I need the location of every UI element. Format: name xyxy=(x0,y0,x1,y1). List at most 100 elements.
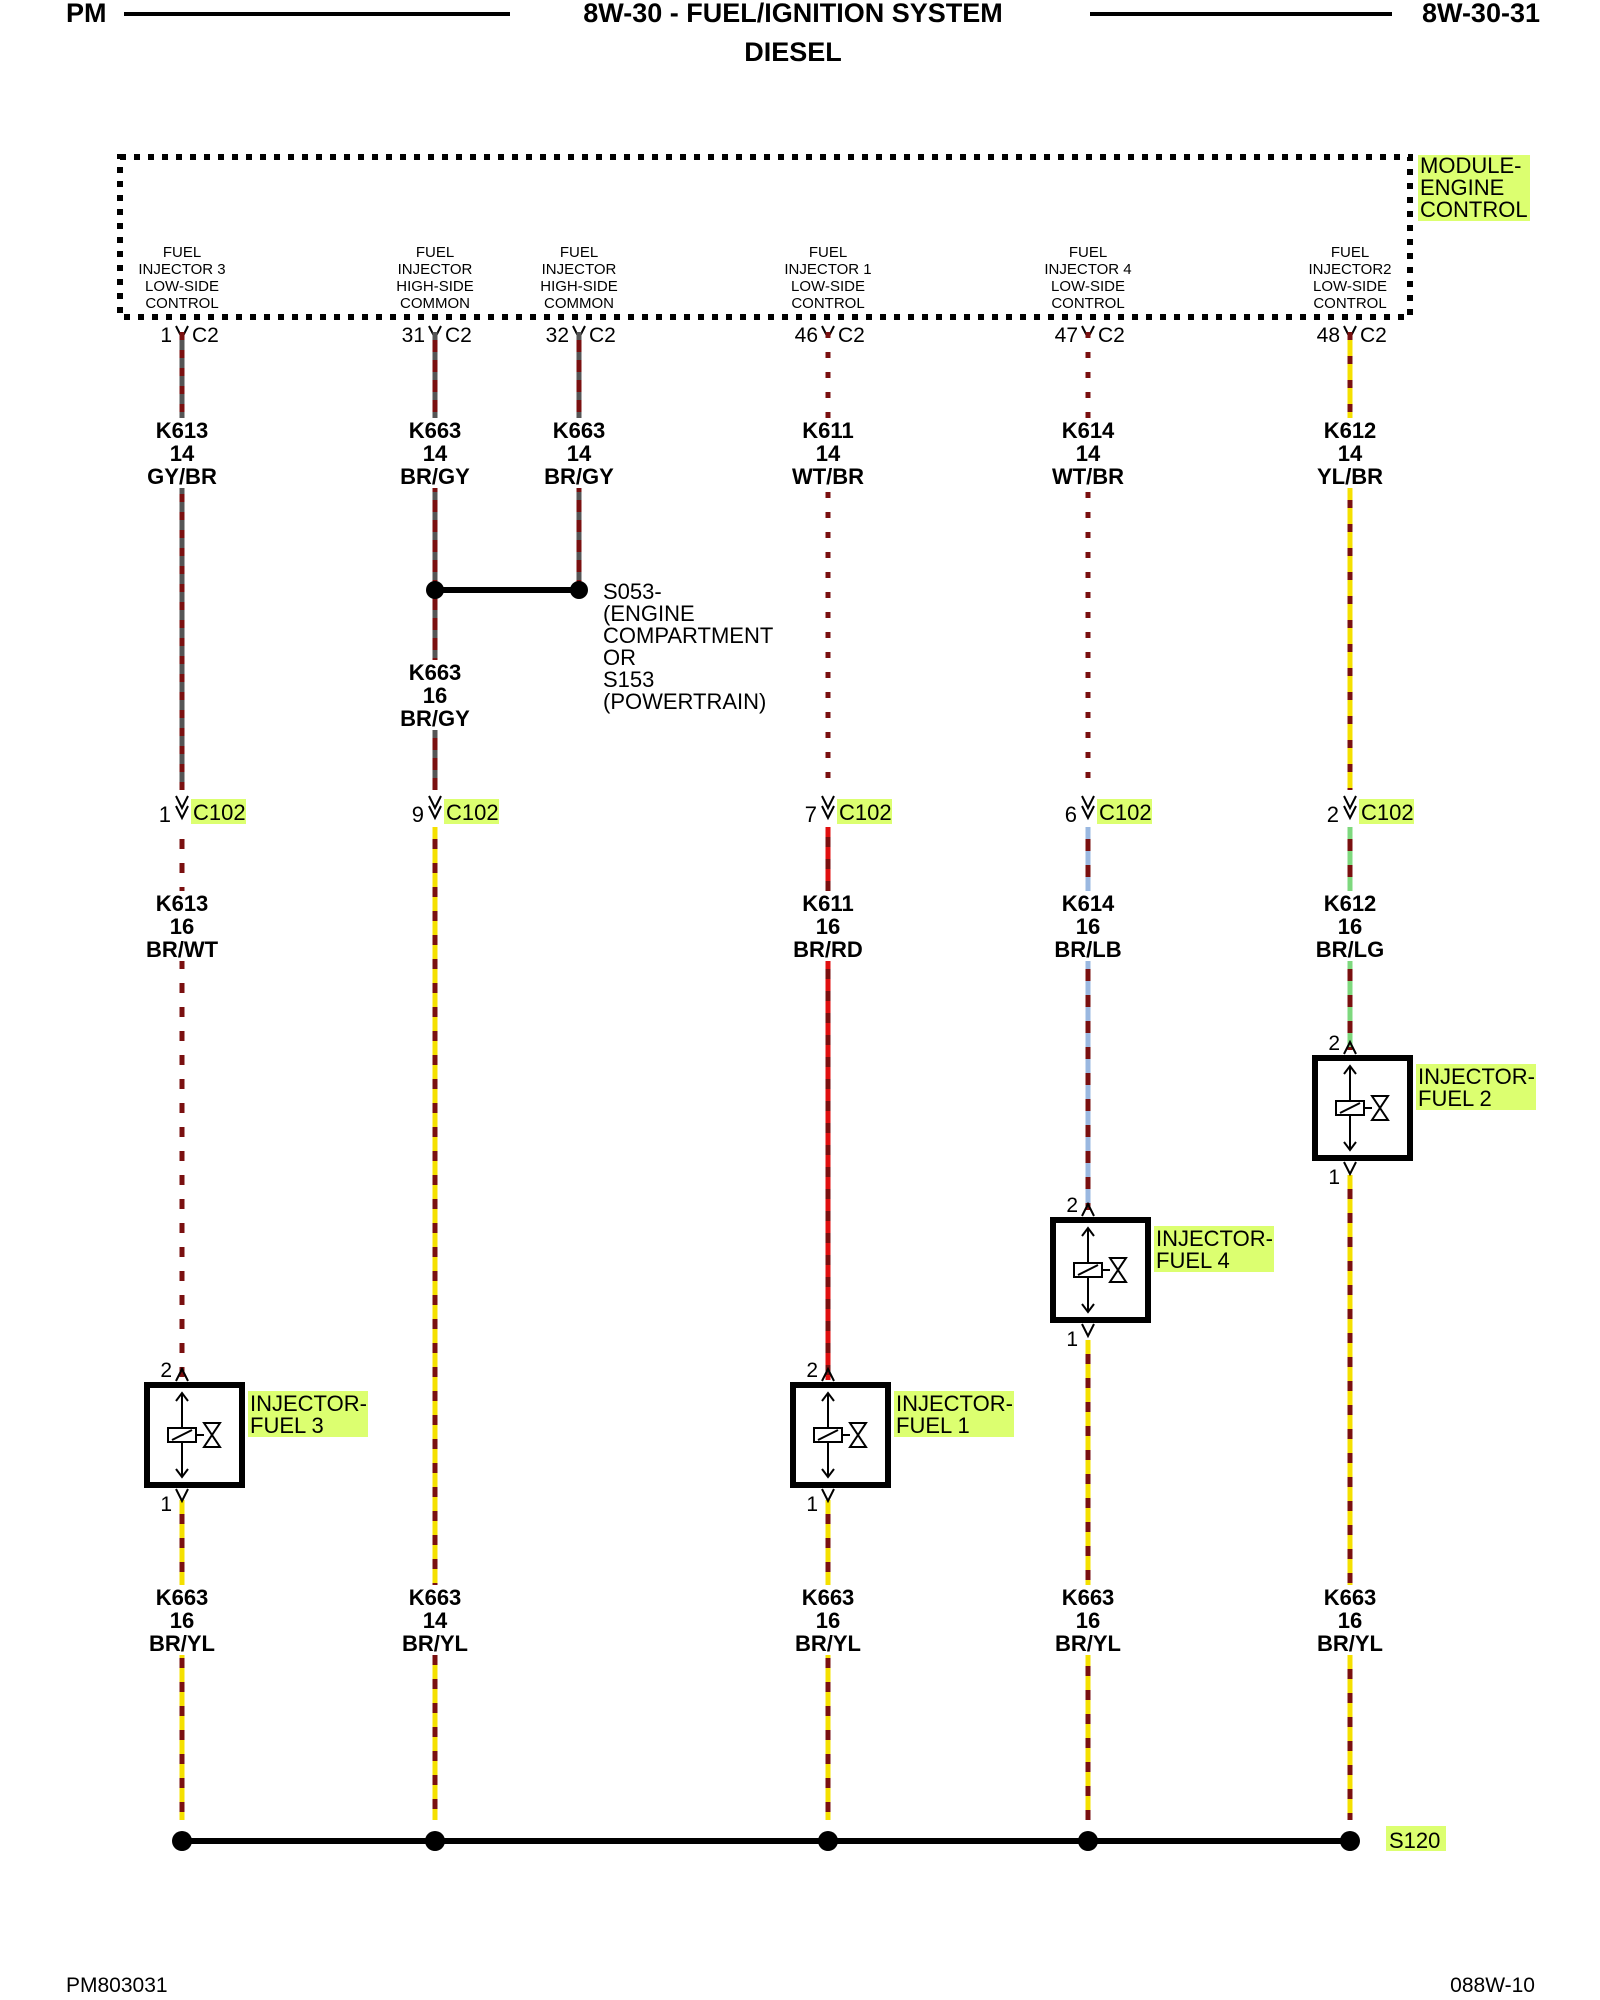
module-pin-1-connector: C2 xyxy=(192,324,219,347)
lower-wire-label-2-bg xyxy=(395,1585,475,1655)
module-pin-1-desc-line-2: INJECTOR 3 xyxy=(138,261,225,278)
module-engine-control: MODULE- ENGINE CONTROL xyxy=(117,153,1530,320)
module-pin-31-desc-line-2: INJECTOR xyxy=(398,261,473,278)
lower-wire-label-2-gauge: 14 xyxy=(423,1608,448,1633)
injector-1-top-pin-chevron-icon xyxy=(175,1366,189,1382)
c102-pin-6-number: 6 xyxy=(1065,802,1077,827)
splice-s053-node-right xyxy=(570,581,588,599)
module-pin-48-desc-line-4: CONTROL xyxy=(1313,295,1386,312)
injector-3-bottom-pin-number: 1 xyxy=(1066,1328,1078,1351)
upper-wire-label-3-gauge: 14 xyxy=(567,441,592,466)
splice-s053-node-left xyxy=(426,581,444,599)
middle-wire-label-4-bg xyxy=(1310,891,1390,961)
header-left: PM xyxy=(66,0,107,28)
c102-pin-1-number: 1 xyxy=(159,802,171,827)
header-right: 8W-30-31 xyxy=(1422,0,1540,28)
module-name-line-2: ENGINE xyxy=(1420,175,1504,200)
middle-wire-label-1-bg xyxy=(142,891,222,961)
upper-wire-label-6-gauge: 14 xyxy=(1338,441,1363,466)
injector-4-inner-arrow-up-icon xyxy=(1343,1064,1357,1075)
c102-pin-9-number: 9 xyxy=(412,802,424,827)
upper-wire-label-1-bg xyxy=(142,418,222,488)
splice-s053-label-2: (ENGINE xyxy=(603,601,695,626)
middle-wire-label-2-bg xyxy=(788,891,868,961)
injector-2-box xyxy=(790,1382,891,1488)
injector-2-label-line-1: INJECTOR- xyxy=(896,1391,1013,1416)
lower-wire-label-3-circuit: K663 xyxy=(802,1585,855,1610)
splice-s120-label: S120 xyxy=(1389,1828,1440,1853)
lower-wire-label-5-circuit: K663 xyxy=(1324,1585,1377,1610)
c102-pin-2-chevron-bottom-icon xyxy=(1343,805,1357,821)
label-group: K61314GY/BRK66314BR/GYK66314BR/GYK61114W… xyxy=(142,418,1536,1656)
c102-pin-1-name: C102 xyxy=(193,800,246,825)
upper-wire-label-2-circuit: K663 xyxy=(409,418,462,443)
splice-s053: S053- (ENGINE COMPARTMENT OR S153 (POWER… xyxy=(426,579,773,714)
module-name-line-3: CONTROL xyxy=(1420,197,1528,222)
lower-wire-label-1-bg xyxy=(142,1585,222,1655)
upper-wire-label-3-bg xyxy=(539,418,619,488)
injector-3-label-highlight xyxy=(1154,1226,1274,1272)
injector-1-solenoid-slash xyxy=(171,1429,193,1441)
splice-s120-highlight xyxy=(1386,1826,1446,1851)
c102-pin-7-chevron-top-icon xyxy=(821,795,835,811)
upper-wire-label-5-color: WT/BR xyxy=(1052,464,1124,489)
middle-wire-label-4-gauge: 16 xyxy=(1338,914,1362,939)
upper-wire-label-2-color: BR/GY xyxy=(400,464,470,489)
c102-pin-6-chevron-top-icon xyxy=(1081,795,1095,811)
injector-1-top-pin-number: 2 xyxy=(160,1359,172,1382)
c102-pin-1-highlight xyxy=(191,799,246,824)
lower-wire-label-2-color: BR/YL xyxy=(402,1631,468,1656)
upper-wire-label-1-gauge: 14 xyxy=(170,441,195,466)
middle-wire-label-1-circuit: K613 xyxy=(156,891,209,916)
injector-2-top-pin-number: 2 xyxy=(806,1359,818,1382)
lower-wire-label-1-gauge: 16 xyxy=(170,1608,194,1633)
upper-wire-label-2-bg xyxy=(395,418,475,488)
injector-3-inner-arrow-up-icon xyxy=(1081,1226,1095,1237)
middle-wire-label-3-color: BR/LB xyxy=(1054,937,1121,962)
injector-3-valve-icon xyxy=(1108,1257,1128,1283)
upper-wire-label-4-color: WT/BR xyxy=(792,464,864,489)
middle-wire-label-2-circuit: K611 xyxy=(802,891,853,916)
injector-2-label-highlight xyxy=(894,1391,1014,1437)
c102-pin-7-chevron-bottom-icon xyxy=(821,805,835,821)
module-pin-46-desc-line-4: CONTROL xyxy=(791,295,864,312)
injector-3-solenoid-slash xyxy=(1077,1264,1099,1276)
c102-pin-7-name: C102 xyxy=(839,800,892,825)
upper-wire-label-5-bg xyxy=(1048,418,1128,488)
splice-wire-label-circuit: K663 xyxy=(409,660,462,685)
lower-wire-label-2-circuit: K663 xyxy=(409,1585,462,1610)
splice-s120-node-5 xyxy=(1340,1831,1360,1851)
wire-group xyxy=(179,332,1353,1820)
c102-pin-6-chevron-bottom-icon xyxy=(1081,805,1095,821)
c102-pin-6-highlight xyxy=(1097,799,1152,824)
middle-wire-label-1-gauge: 16 xyxy=(170,914,194,939)
injector-2-solenoid-slash xyxy=(817,1429,839,1441)
injector-3-top-pin-chevron-icon xyxy=(1081,1201,1095,1217)
splice-s053-label-4: OR xyxy=(603,645,636,670)
injector-2-top-pin-chevron-icon xyxy=(821,1366,835,1382)
lower-wire-label-3-color: BR/YL xyxy=(795,1631,861,1656)
module-pin-31-desc-line-4: COMMON xyxy=(400,295,470,312)
injector-1-bottom-pin-number: 1 xyxy=(160,1493,172,1516)
injector-4-bottom-pin-number: 1 xyxy=(1328,1166,1340,1189)
module-pin-46-connector: C2 xyxy=(838,324,865,347)
injector-2-valve-icon xyxy=(848,1422,868,1448)
injector-1-label-highlight xyxy=(248,1391,368,1437)
module-pin-47-desc-line-3: LOW-SIDE xyxy=(1051,278,1125,295)
header-title: 8W-30 - FUEL/IGNITION SYSTEM xyxy=(583,0,1003,28)
injector-2-bottom-pin-number: 1 xyxy=(806,1493,818,1516)
c102-pin-1-chevron-top-icon xyxy=(175,795,189,811)
injector-2-inner-arrow-down-icon xyxy=(821,1468,835,1479)
c102-pin-7-number: 7 xyxy=(805,802,817,827)
upper-wire-label-1-circuit: K613 xyxy=(156,418,209,443)
middle-wire-label-3-gauge: 16 xyxy=(1076,914,1100,939)
injector-1-valve-icon xyxy=(202,1422,222,1448)
c102-pin-6-name: C102 xyxy=(1099,800,1152,825)
injector-4-inner-arrow-down-icon xyxy=(1343,1141,1357,1152)
splice-s053-label-6: (POWERTRAIN) xyxy=(603,689,766,714)
upper-wire-label-5-circuit: K614 xyxy=(1062,418,1115,443)
lower-wire-label-4-color: BR/YL xyxy=(1055,1631,1121,1656)
